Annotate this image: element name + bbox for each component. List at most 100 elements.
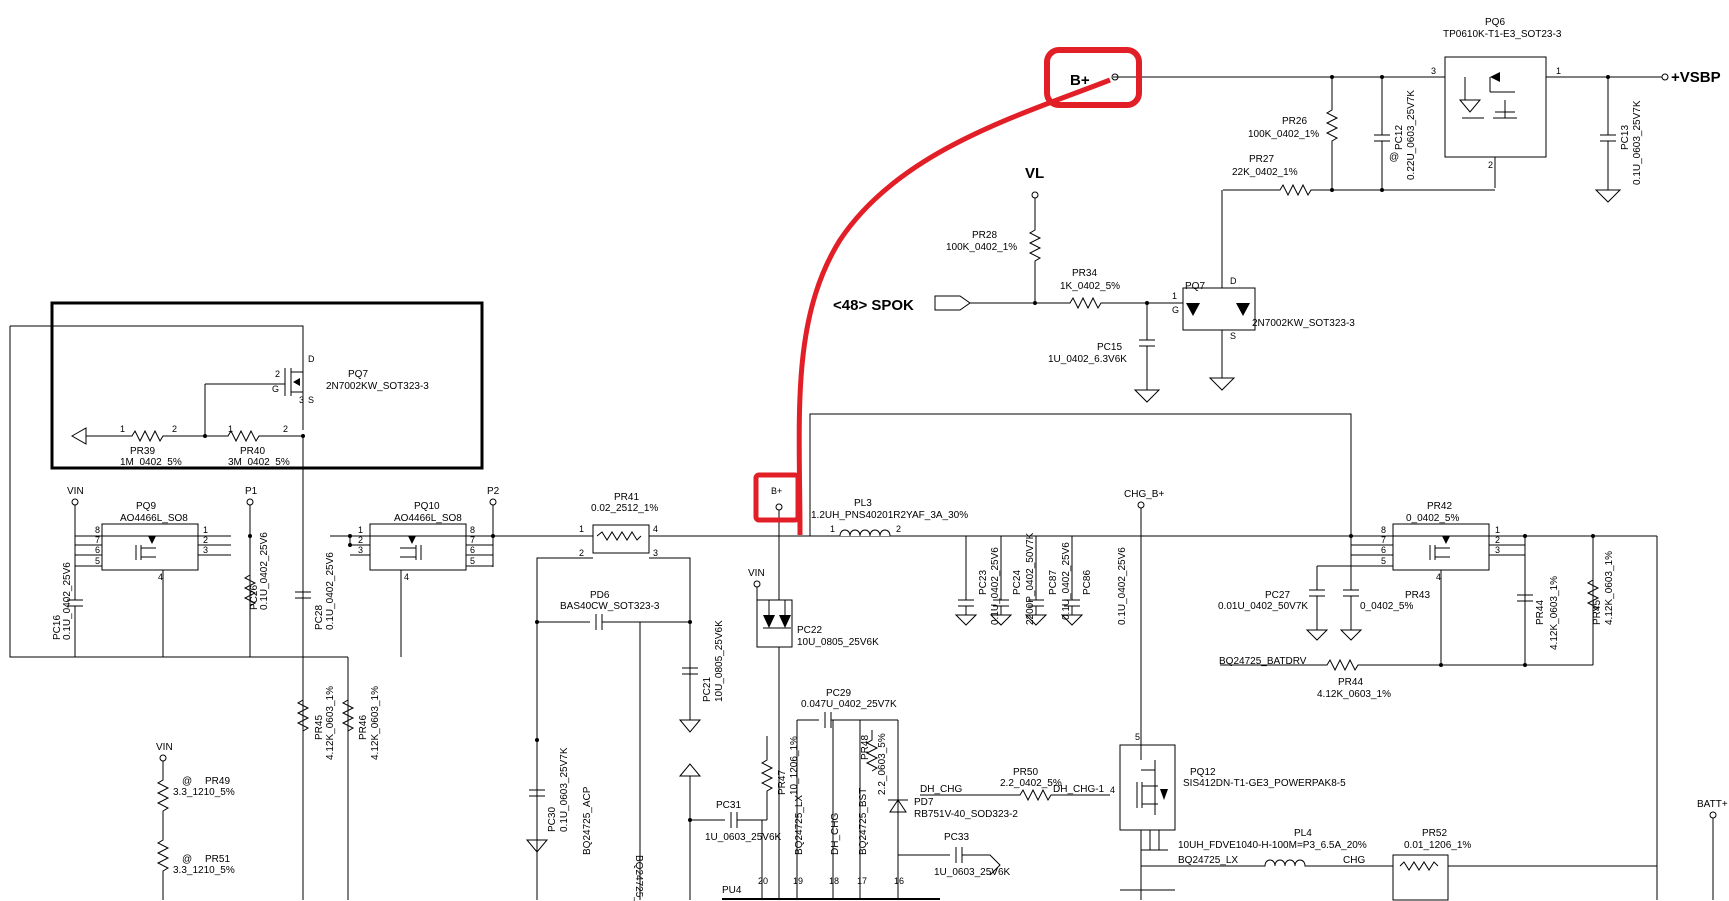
pc12-symbol <box>1374 77 1390 190</box>
pr42-value: 0.1U_0402_25V6 <box>259 532 270 610</box>
pc22-value: 2200P_0402_50V7K <box>1025 532 1036 625</box>
pr42-ref: PC26 <box>249 585 260 610</box>
vsbp-terminal <box>1661 73 1669 81</box>
pr52-symbol <box>1392 854 1449 901</box>
pc31-symbol <box>690 812 767 828</box>
pd6-symbol <box>756 510 793 648</box>
pr52-value: 0.01_1206_1% <box>1404 840 1471 851</box>
pr48-symbol <box>865 730 879 772</box>
pc27-value: 4.12K_0603_1% <box>1549 576 1560 650</box>
pc16-value: 0.1U_0402_25V6 <box>325 552 336 630</box>
title-net-label: B+ <box>1070 72 1090 89</box>
pq9-symbol <box>74 523 231 657</box>
pr39-ref: PR39 <box>130 446 155 457</box>
pr27-ref: PR27 <box>1249 154 1274 165</box>
pc28-ref: PC21 <box>702 677 713 702</box>
pr41-ref: PR41 <box>614 492 639 503</box>
pq6-symbol <box>1444 56 1547 158</box>
pc13-value: 0.1U_0603_25V7K <box>1632 100 1643 185</box>
svg-text:17: 17 <box>857 876 867 886</box>
svg-text:2: 2 <box>275 369 280 379</box>
net-batdrv: BQ24725_BATDRV <box>1219 656 1307 667</box>
pq6-ref: PQ6 <box>1485 17 1505 28</box>
pc87-symbol <box>1305 565 1351 641</box>
pc31-value: 1U_0603_25V6K <box>705 832 782 843</box>
pc86-value: 0_0402_5% <box>1360 601 1413 612</box>
svg-text:G: G <box>272 384 279 394</box>
svg-text:5: 5 <box>1381 556 1386 566</box>
pl4-symbol <box>1141 859 1393 867</box>
pq10-ref: PQ10 <box>414 501 440 512</box>
local-bplus-label: B+ <box>771 486 782 496</box>
pc25-value: 0.1U_0402_25V6 <box>62 562 73 640</box>
svg-text:7: 7 <box>470 535 475 545</box>
pc23-ref: PC87 <box>1048 570 1059 595</box>
net-acn: BQ24725_ACN <box>633 855 644 901</box>
pc12-value: 0.22U_0603_25V7K <box>1406 90 1417 180</box>
pc21-value: 0.1U_0402_25V6 <box>990 547 1001 625</box>
svg-text:5: 5 <box>470 556 475 566</box>
wire-left-loop <box>10 325 304 430</box>
pc33-ref: PC33 <box>944 832 969 843</box>
pr49-at: @ <box>182 776 192 787</box>
pq8-box-outline <box>50 301 484 470</box>
svg-text:2: 2 <box>172 424 177 434</box>
svg-text:S: S <box>1230 331 1236 341</box>
pr43-value: 4.12K_0603_1% <box>1604 551 1615 625</box>
svg-text:4: 4 <box>404 572 409 582</box>
svg-text:1: 1 <box>1556 66 1561 76</box>
svg-text:3: 3 <box>653 548 658 558</box>
pq10-symbol <box>349 523 494 657</box>
svg-text:D: D <box>308 354 315 364</box>
pr51-at: @ <box>182 854 192 865</box>
pd6-ref: PC22 <box>797 625 822 636</box>
pr28-value: 100K_0402_1% <box>946 242 1017 253</box>
pr48-ref: PR48 <box>860 735 871 760</box>
pc33-value: 1U_0603_25V6K <box>934 867 1011 878</box>
pc24-value: 0.1U_0402_25V6 <box>1117 547 1128 625</box>
p1-terminal <box>246 498 254 506</box>
vl-label: VL <box>1025 165 1044 182</box>
vin-lower-label: VIN <box>156 742 173 753</box>
svg-text:18: 18 <box>829 876 839 886</box>
pq11-value: 0_0402_5% <box>1406 513 1459 524</box>
svg-text:7: 7 <box>95 535 100 545</box>
svg-text:8: 8 <box>95 525 100 535</box>
vsbp-label: +VSBP <box>1671 69 1721 86</box>
pr27-symbol <box>1223 183 1495 197</box>
pr49-pr51-chain <box>156 761 170 900</box>
svg-text:19: 19 <box>793 876 803 886</box>
svg-text:3: 3 <box>358 545 363 555</box>
pc15-ref: PC15 <box>1097 342 1122 353</box>
pq10-value: AO4466L_SO8 <box>394 513 462 524</box>
bplus-top-terminal <box>1111 73 1119 81</box>
pq8-symbol <box>204 356 304 436</box>
pc25-ref: PC16 <box>52 615 63 640</box>
pr43-ref: PR45 <box>1592 600 1603 625</box>
pr49-value: 3.3_1210_5% <box>173 787 235 798</box>
svg-text:1: 1 <box>203 525 208 535</box>
pc29-symbol <box>797 712 898 728</box>
pc30-ref: PC30 <box>547 807 558 832</box>
pr39-pr40-chain <box>86 429 303 443</box>
pc86-ref: PR43 <box>1405 590 1430 601</box>
p2-label: P2 <box>487 486 500 497</box>
svg-text:8: 8 <box>1381 525 1386 535</box>
pc87-value: 0.01U_0402_50V7K <box>1218 601 1308 612</box>
pl3-symbol <box>839 529 891 537</box>
pq9-ref: PQ9 <box>136 501 156 512</box>
pq9-value: AO4466L_SO8 <box>120 513 188 524</box>
svg-text:8: 8 <box>470 525 475 535</box>
pr28-symbol <box>1028 198 1042 303</box>
pc87-ref: PC27 <box>1265 590 1290 601</box>
pc12-at: @ <box>1389 152 1399 163</box>
pr27-value: 22K_0402_1% <box>1232 167 1298 178</box>
svg-text:4: 4 <box>653 524 658 534</box>
svg-text:6: 6 <box>1381 545 1386 555</box>
svg-text:D: D <box>1230 276 1237 286</box>
pr39-value: 1M_0402_5% <box>120 457 182 468</box>
net-acp: BQ24725_ACP <box>582 786 593 855</box>
svg-text:2: 2 <box>896 524 901 534</box>
pd7-symbol <box>888 720 908 813</box>
